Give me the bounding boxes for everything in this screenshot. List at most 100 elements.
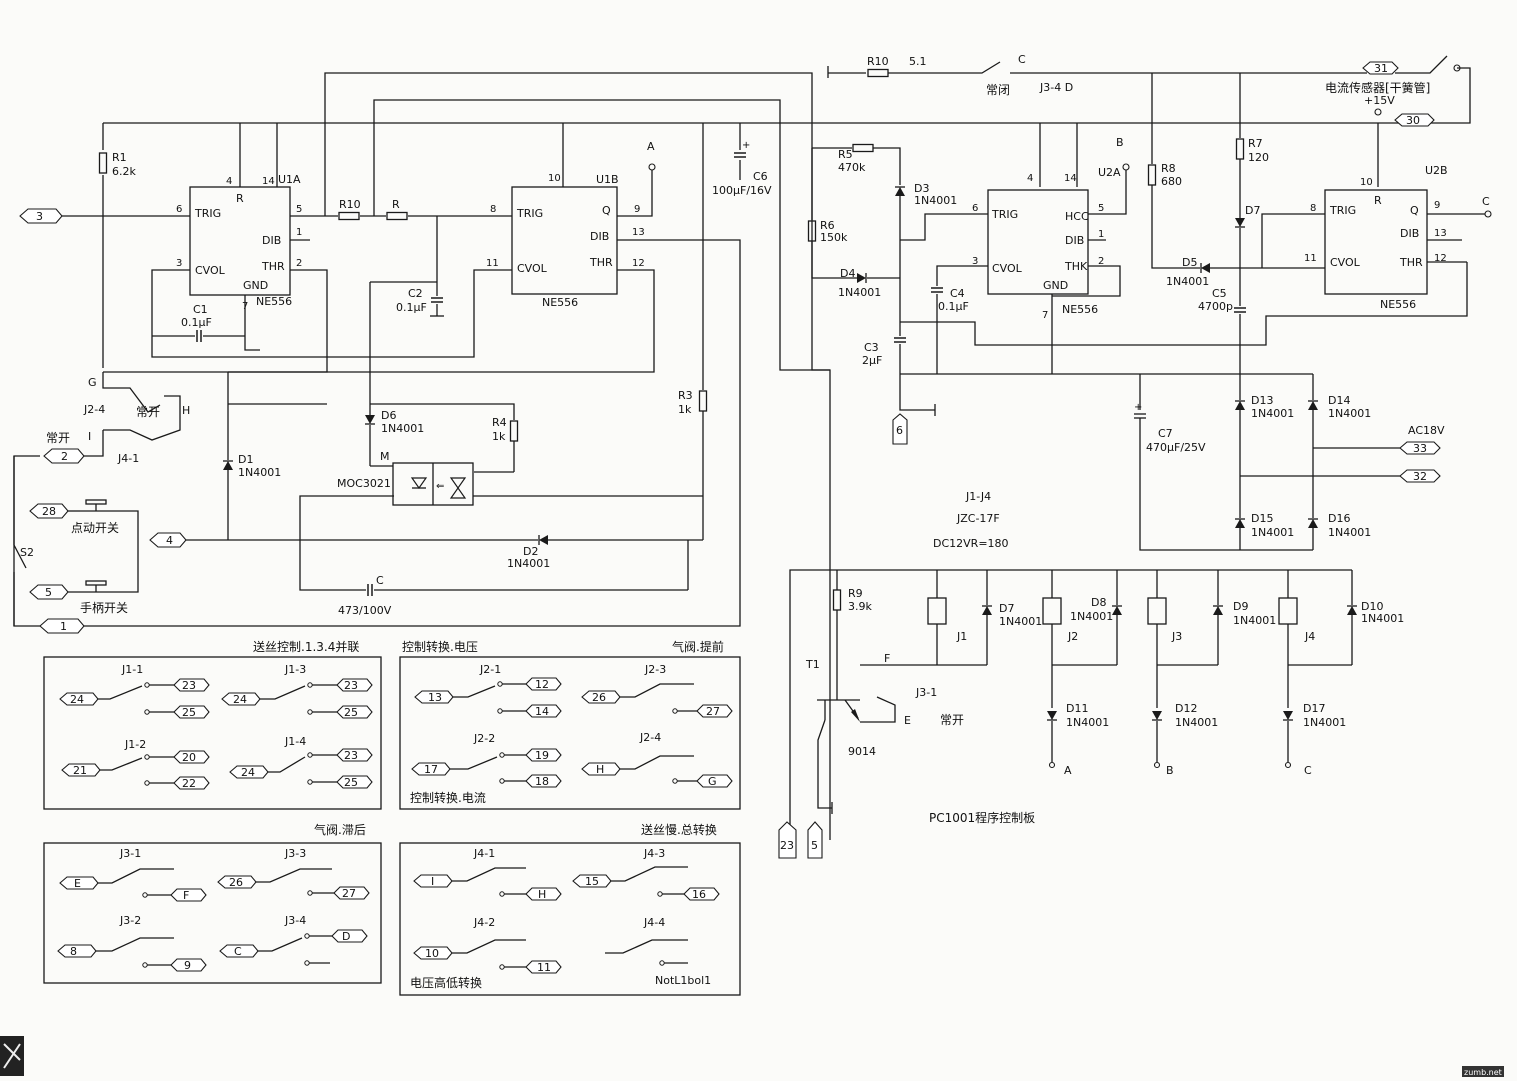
svg-text:1k: 1k <box>678 403 692 416</box>
svg-text:6: 6 <box>896 424 903 437</box>
svg-text:9: 9 <box>1434 200 1440 211</box>
svg-text:A: A <box>647 140 655 153</box>
c1-capacitor: C1 0.1μF <box>181 303 212 343</box>
d5-diode: D5 1N4001 <box>1166 256 1262 288</box>
svg-text:26: 26 <box>592 691 606 704</box>
u1a-trig: TRIG <box>194 207 221 220</box>
svg-text:5: 5 <box>1098 203 1104 214</box>
svg-text:F: F <box>183 889 189 902</box>
svg-text:D4: D4 <box>840 267 855 280</box>
svg-text:D17: D17 <box>1303 702 1325 715</box>
svg-text:R6: R6 <box>820 219 835 232</box>
svg-text:14: 14 <box>535 705 549 718</box>
svg-text:J2-4: J2-4 <box>639 731 661 744</box>
svg-text:20: 20 <box>182 751 196 764</box>
svg-text:27: 27 <box>342 887 356 900</box>
svg-text:D1: D1 <box>238 453 253 466</box>
u1a-gnd: GND <box>243 279 268 292</box>
watermark-text: zumb.net <box>1462 1066 1504 1077</box>
svg-text:23: 23 <box>182 679 196 692</box>
svg-text:电流传感器[干簧管]: 电流传感器[干簧管] <box>1325 80 1430 95</box>
svg-text:120: 120 <box>1248 151 1269 164</box>
svg-text:0.1μF: 0.1μF <box>181 316 212 329</box>
svg-text:J1-J4: J1-J4 <box>965 490 991 503</box>
svg-text:1N4001: 1N4001 <box>381 422 424 435</box>
c-capacitor: C 473/100V <box>338 540 689 617</box>
c5-capacitor: C5 4700p <box>1198 287 1247 400</box>
svg-text:14: 14 <box>1064 173 1077 184</box>
logo-mark <box>0 1036 24 1076</box>
svg-text:D5: D5 <box>1182 256 1197 269</box>
moc3021-optocoupler: ⇐ M MOC3021 <box>299 450 703 591</box>
svg-text:3.9k: 3.9k <box>848 600 872 613</box>
svg-text:R5: R5 <box>838 148 853 161</box>
svg-text:H: H <box>596 763 604 776</box>
svg-text:C7: C7 <box>1158 427 1173 440</box>
svg-text:⇐: ⇐ <box>436 481 444 492</box>
svg-text:D15: D15 <box>1251 512 1273 525</box>
svg-text:30: 30 <box>1406 114 1420 127</box>
svg-text:33: 33 <box>1413 442 1427 455</box>
svg-text:8: 8 <box>1310 203 1316 214</box>
svg-text:Q: Q <box>602 204 611 217</box>
svg-text:zumb.net: zumb.net <box>1464 1068 1502 1077</box>
svg-text:12: 12 <box>535 678 549 691</box>
svg-text:D16: D16 <box>1328 512 1350 525</box>
u1a-ic: TRIG R DIB CVOL THR GND U1A NE556 4 14 6… <box>176 173 302 312</box>
svg-text:H: H <box>182 404 190 417</box>
svg-text:C: C <box>1482 195 1490 208</box>
svg-text:D8: D8 <box>1091 596 1106 609</box>
svg-text:THK: THK <box>1064 260 1088 273</box>
svg-text:1N4001: 1N4001 <box>1328 526 1371 539</box>
svg-text:T1: T1 <box>805 658 820 671</box>
svg-text:D9: D9 <box>1233 600 1248 613</box>
u2b-ic: TRIG R Q DIB CVOL THR U2B NE556 10 8 9 1… <box>1304 164 1492 311</box>
svg-text:5.1: 5.1 <box>909 55 927 68</box>
svg-text:HCC: HCC <box>1065 210 1089 223</box>
svg-text:R: R <box>392 198 400 211</box>
svg-text:TRIG: TRIG <box>991 208 1018 221</box>
svg-text:2: 2 <box>61 450 68 463</box>
svg-text:D13: D13 <box>1251 394 1273 407</box>
r3-resistor: R3 1k <box>678 389 708 540</box>
d6-diode: D6 1N4001 <box>364 409 424 435</box>
svg-text:2: 2 <box>1098 256 1104 267</box>
svg-text:J3-4 D: J3-4 D <box>1039 81 1073 94</box>
svg-text:G: G <box>88 376 97 389</box>
panel-wire-feed: 送丝控制.1.3.4并联 J1-1 24 23 25 J1-3 24 23 25… <box>43 639 382 810</box>
svg-text:32: 32 <box>1413 470 1427 483</box>
top-bus-wires <box>103 67 1471 840</box>
svg-text:1N4001: 1N4001 <box>1066 716 1109 729</box>
svg-text:31: 31 <box>1374 62 1388 75</box>
connector-5: 5 <box>29 584 69 600</box>
svg-text:J1-3: J1-3 <box>284 663 306 676</box>
u1a-name: U1A <box>278 173 301 186</box>
u1a-r: R <box>236 192 244 205</box>
connector-23: 23 <box>778 821 797 859</box>
svg-text:1N4001: 1N4001 <box>1251 526 1294 539</box>
svg-text:1N4001: 1N4001 <box>1166 275 1209 288</box>
svg-text:6.2k: 6.2k <box>112 165 136 178</box>
u1a-dib: DIB <box>262 234 281 247</box>
svg-text:13: 13 <box>632 227 645 238</box>
svg-text:4: 4 <box>226 176 232 187</box>
svg-text:D12: D12 <box>1175 702 1197 715</box>
svg-text:J4-1: J4-1 <box>117 452 139 465</box>
svg-text:C3: C3 <box>864 341 879 354</box>
svg-text:E: E <box>904 714 911 727</box>
rectifier-bridge: + C7 470μF/25V D13 1N4001 D14 1N4001 D15… <box>1134 374 1445 551</box>
svg-text:R9: R9 <box>848 587 863 600</box>
svg-text:1N4001: 1N4001 <box>1303 716 1346 729</box>
svg-text:NE556: NE556 <box>1380 298 1416 311</box>
svg-text:J2-1: J2-1 <box>479 663 501 676</box>
d1-diode: D1 1N4001 <box>222 453 281 479</box>
svg-text:电压高低转换: 电压高低转换 <box>410 975 482 990</box>
svg-text:DIB: DIB <box>1065 234 1084 247</box>
svg-text:4: 4 <box>1027 173 1033 184</box>
svg-text:J2: J2 <box>1067 630 1078 643</box>
svg-text:C4: C4 <box>950 287 965 300</box>
svg-text:1N4001: 1N4001 <box>914 194 957 207</box>
svg-text:1N4001: 1N4001 <box>1361 612 1404 625</box>
svg-text:J3-1: J3-1 <box>119 847 141 860</box>
